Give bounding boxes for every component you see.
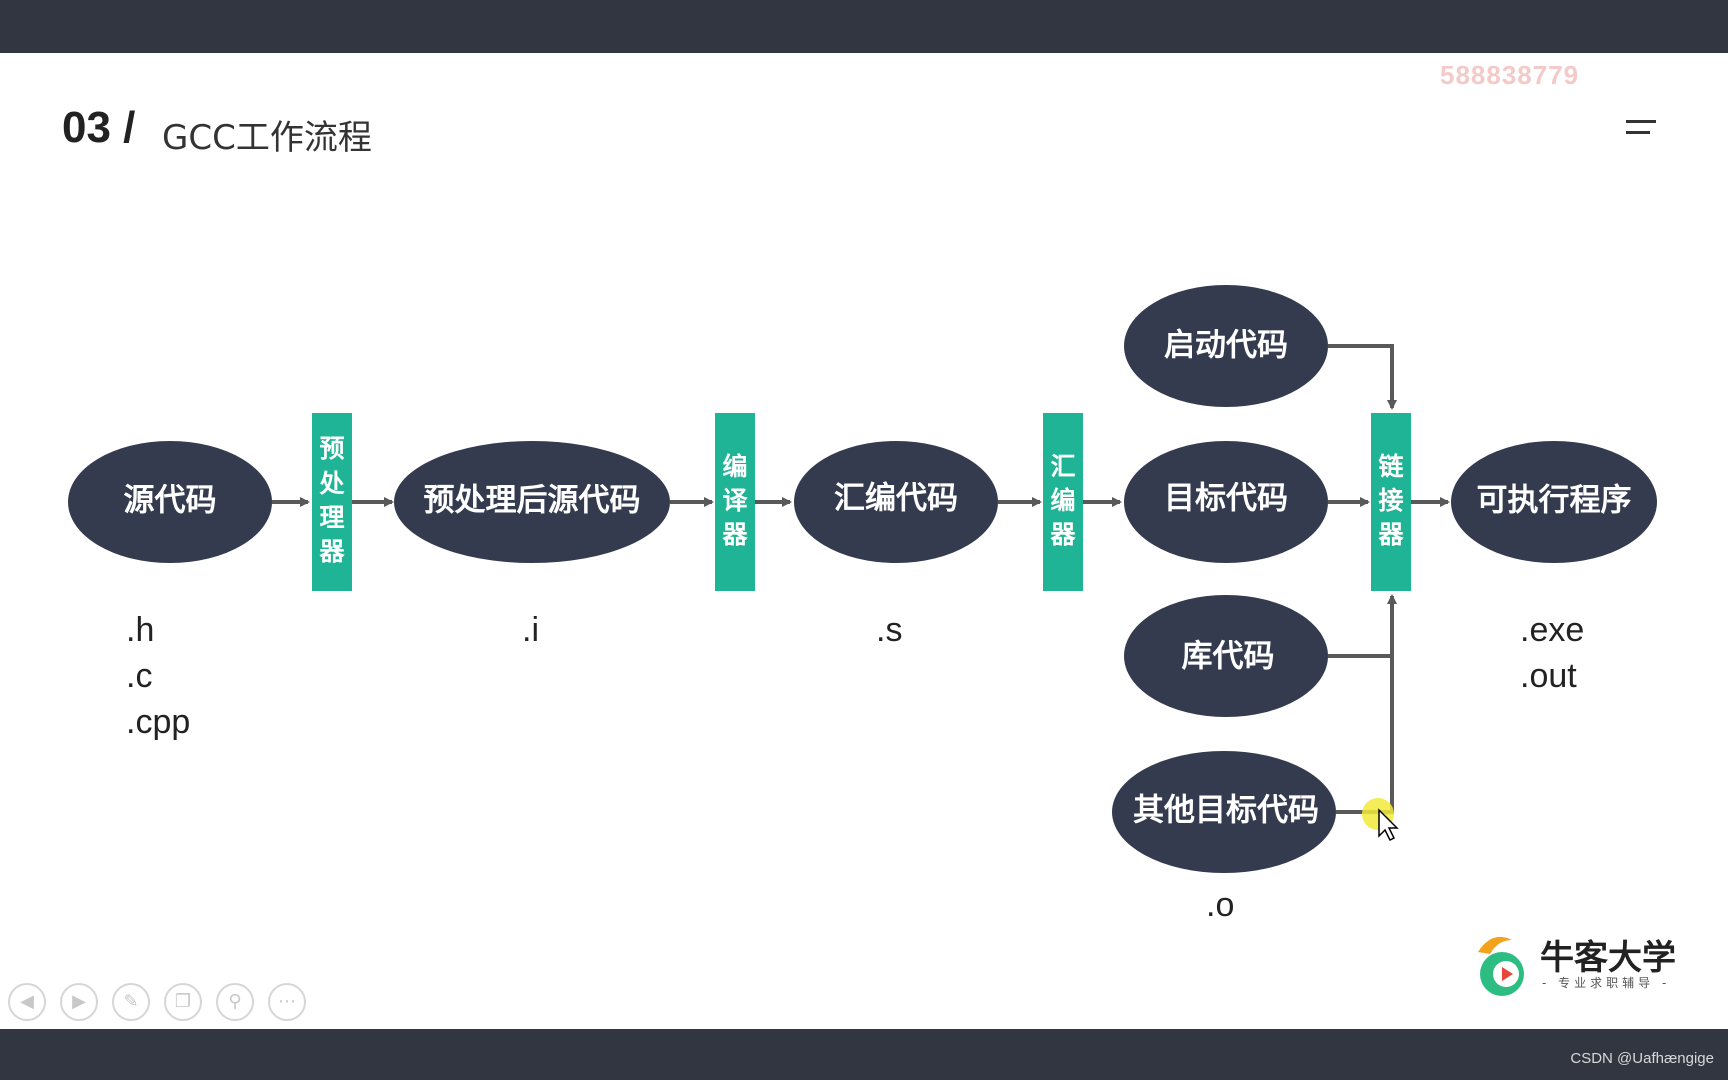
node-other-object-label: 其他目标代码 <box>1133 793 1319 829</box>
arrow-other-object-to-linker <box>1336 594 1397 814</box>
node-preprocessed-ellipse <box>394 441 670 563</box>
node-object-ellipse <box>1124 441 1328 563</box>
node-executable-label: 可执行程序 <box>1477 483 1632 519</box>
node-assembly-ellipse <box>794 441 998 563</box>
top-bar <box>0 0 1728 53</box>
tool-assembler-box <box>1043 413 1083 591</box>
node-assembly-label: 汇编代码 <box>834 481 958 517</box>
slides-overview-icon[interactable]: ❐ <box>164 983 202 1021</box>
ext-source-list: .h .c .cpp <box>126 607 190 745</box>
node-source-label: 源代码 <box>124 483 217 519</box>
arrow-startup-to-linker <box>1328 344 1397 410</box>
logo-subtitle: - 专业求职辅导 - <box>1542 976 1671 990</box>
niuke-logo: 牛客大学 - 专业求职辅导 - <box>1470 924 1676 1004</box>
ext-source-h: .h <box>126 611 155 649</box>
next-slide-icon[interactable]: ▶ <box>60 983 98 1021</box>
ext-other-object: .o <box>1206 886 1235 924</box>
page-title: GCC工作流程 <box>162 118 372 158</box>
tool-linker-char-2: 接 <box>1378 486 1403 515</box>
mouse-cursor-icon <box>1378 808 1399 842</box>
footer-credit: CSDN @Uafhængige <box>1570 1050 1714 1067</box>
ext-executable-exe: .exe <box>1520 611 1585 649</box>
ext-executable-list: .exe .out <box>1520 607 1584 699</box>
node-object-label: 目标代码 <box>1164 481 1288 517</box>
tool-compiler-char-1: 编 <box>722 452 747 481</box>
tool-preprocessor-char-2: 处 <box>318 469 344 498</box>
tool-preprocessor-char-3: 理 <box>319 503 344 532</box>
logo-title: 牛客大学 <box>1540 938 1676 978</box>
tool-preprocessor-box <box>312 413 352 591</box>
node-library-label: 库代码 <box>1182 639 1275 675</box>
bottom-bar <box>0 1029 1728 1080</box>
node-other-object-ellipse <box>1112 751 1336 873</box>
watermark: 588838779 <box>1440 60 1580 90</box>
node-preprocessed-label: 预处理后源代码 <box>424 483 641 519</box>
ext-executable-out: .out <box>1520 657 1577 695</box>
tool-assembler-char-1: 汇 <box>1050 452 1075 481</box>
node-startup-label: 启动代码 <box>1164 328 1288 364</box>
tool-assembler-char-2: 编 <box>1050 486 1075 515</box>
node-source-ellipse <box>68 441 272 563</box>
tool-compiler-box <box>715 413 755 591</box>
more-options-icon[interactable]: ⋯ <box>268 983 306 1021</box>
node-library-ellipse <box>1124 595 1328 717</box>
pen-icon[interactable]: ✎ <box>112 983 150 1021</box>
tool-assembler-char-3: 器 <box>1049 520 1076 549</box>
ext-preprocessed: .i <box>522 611 539 649</box>
tool-linker-char-1: 链 <box>1378 452 1403 481</box>
niuke-logo-icon <box>1478 936 1524 996</box>
menu-icon[interactable] <box>1626 120 1656 140</box>
tool-linker-box <box>1371 413 1411 591</box>
section-number: 03 / <box>62 103 136 152</box>
tool-compiler-char-2: 译 <box>722 486 748 515</box>
previous-slide-icon[interactable]: ◀ <box>8 983 46 1021</box>
node-executable-ellipse <box>1451 441 1657 563</box>
node-startup-ellipse <box>1124 285 1328 407</box>
tool-preprocessor-char-1: 预 <box>319 434 344 463</box>
ext-assembly: .s <box>876 611 903 649</box>
tool-compiler-char-3: 器 <box>721 520 748 549</box>
tool-preprocessor-char-4: 器 <box>318 537 345 566</box>
tool-linker-char-3: 器 <box>1377 520 1404 549</box>
zoom-icon[interactable]: ⚲ <box>216 983 254 1021</box>
ext-source-cpp: .cpp <box>126 703 191 741</box>
ext-source-c: .c <box>126 657 153 695</box>
